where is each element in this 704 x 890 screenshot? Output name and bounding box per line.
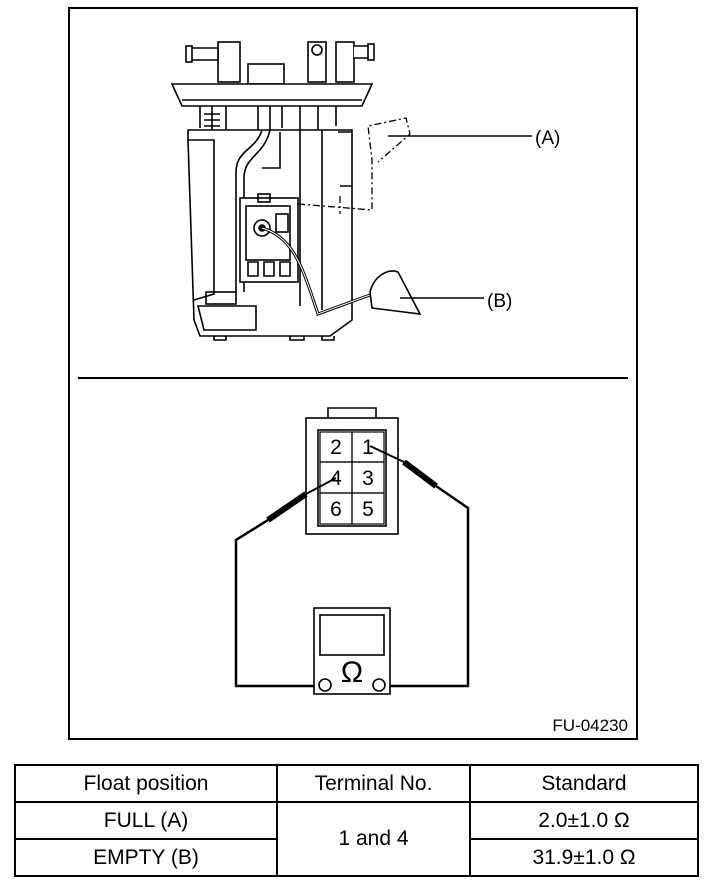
terminal-3: 3 (362, 467, 374, 490)
test-leads (234, 445, 470, 688)
figure-frame (68, 7, 638, 740)
ohm-symbol: Ω (341, 656, 363, 689)
ohmmeter-icon (313, 607, 391, 695)
float-full-position (297, 117, 411, 214)
figure-code: FU-04230 (552, 716, 628, 735)
terminal-2: 2 (330, 436, 342, 459)
fuel-level-sensor-diagram: (A) (B) 2 1 4 3 6 5 Ω FU- (68, 7, 638, 740)
table-header-row: Float position Terminal No. Standard (14, 764, 699, 803)
cell-standard: 31.9±1.0 Ω (469, 838, 699, 877)
cell-standard: 2.0±1.0 Ω (469, 801, 699, 840)
connector (305, 407, 399, 535)
label-float-full: (A) (535, 128, 560, 149)
table-row: FULL (A) 1 and 4 2.0±1.0 Ω (14, 801, 699, 877)
label-float-empty: (B) (487, 291, 512, 312)
terminal-5: 5 (362, 498, 374, 521)
cell-float-position: EMPTY (B) (14, 838, 278, 877)
cell-float-position: FULL (A) (14, 801, 278, 840)
terminal-1: 1 (362, 436, 374, 459)
header-terminal-no: Terminal No. (276, 764, 471, 803)
spec-table: Float position Terminal No. Standard FUL… (14, 764, 699, 877)
fuel-pump-assembly (170, 41, 422, 341)
terminal-6: 6 (330, 498, 342, 521)
cell-terminal-no: 1 and 4 (276, 801, 471, 877)
header-float-position: Float position (14, 764, 278, 803)
table-row: EMPTY (B) 31.9±1.0 Ω (14, 838, 699, 877)
header-standard: Standard (469, 764, 699, 803)
